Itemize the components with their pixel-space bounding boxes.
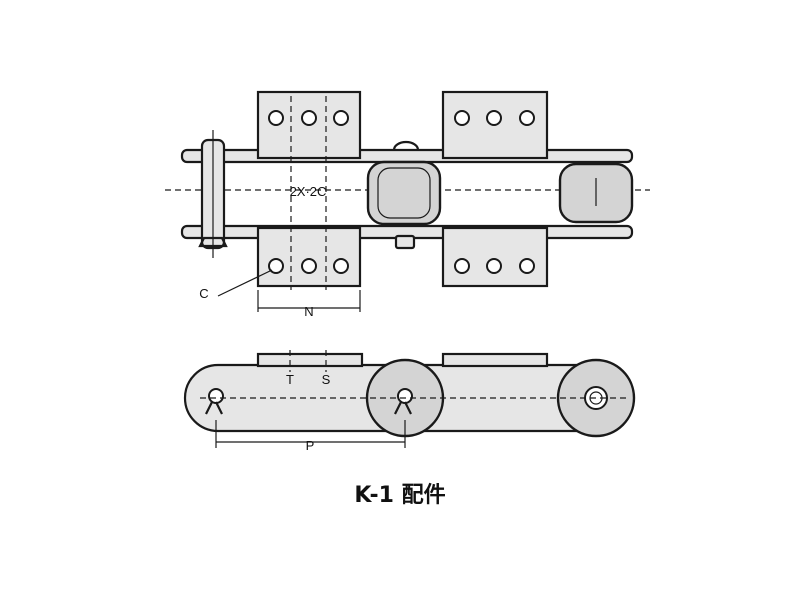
attachment-plate-right-top [441,90,549,160]
diagram-caption: K-1 配件 [354,483,445,508]
pitch-spacing-label: 2X·2C [290,184,327,199]
attachment-plate-right-bottom [441,226,549,288]
c-leader [217,269,273,297]
side-attachment-right [441,352,549,368]
side-attachment-left [256,352,364,368]
s-label: S [322,372,331,387]
attachment-plate-left-bottom [256,226,362,312]
right-roller [558,162,634,224]
hole-label: C [199,286,208,301]
width-label: N [304,304,313,319]
t-label: T [286,372,294,387]
pitch-label: P [306,438,315,453]
side-pin-middle [394,388,413,415]
attachment-plate-left-top [256,90,362,160]
top-view: 2X·2C C N [165,90,650,319]
side-pin-left [205,388,224,415]
center-roller [366,140,442,250]
side-view: T S P [183,350,636,453]
left-pin [198,130,228,258]
